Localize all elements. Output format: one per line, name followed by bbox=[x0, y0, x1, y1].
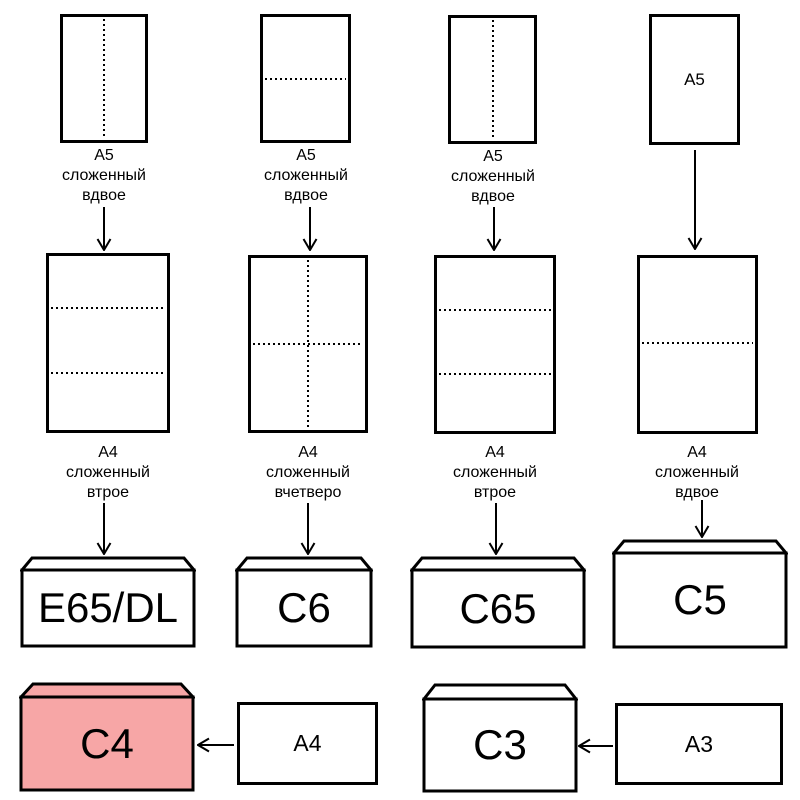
down-arrow-icon bbox=[96, 207, 112, 251]
envelope-label-c4: C4 bbox=[80, 719, 134, 767]
caption-line: сложенный bbox=[655, 464, 739, 481]
envelope-label-c65: C65 bbox=[459, 584, 537, 632]
fold-line-horizontal bbox=[51, 307, 165, 310]
envelope-label-c5: C5 bbox=[673, 576, 727, 623]
caption-line: сложенный bbox=[66, 464, 150, 481]
sheet-a5-fold-horizontal bbox=[260, 14, 351, 143]
caption-line: втрое bbox=[86, 484, 130, 501]
caption-line: вдвое bbox=[82, 187, 126, 204]
fold-line-horizontal bbox=[265, 77, 346, 80]
down-arrow-icon bbox=[302, 207, 318, 251]
sheet-a5-fold-vertical-2 bbox=[448, 15, 537, 144]
fold-line-horizontal bbox=[51, 371, 165, 374]
caption-line: вдвое bbox=[284, 187, 328, 204]
caption-line: вдвое bbox=[675, 484, 719, 501]
caption-a5-folded-half-3: А5 сложенный вдвое bbox=[408, 147, 578, 207]
envelope-c4-highlighted: C4 bbox=[17, 682, 197, 792]
envelope-e65dl: E65/DL bbox=[18, 556, 198, 648]
caption-a4-folded-quarters: А4 сложенный вчетверо bbox=[223, 443, 393, 503]
down-arrow-icon bbox=[96, 503, 112, 555]
envelope-label-c6: C6 bbox=[277, 584, 331, 631]
fold-line-horizontal bbox=[439, 308, 551, 311]
caption-a4-folded-thirds-2: А4 сложенный втрое bbox=[410, 443, 580, 503]
envelope-flap bbox=[610, 539, 790, 555]
caption-line: А4 bbox=[98, 444, 118, 461]
down-arrow-icon bbox=[486, 207, 502, 251]
envelope-flap bbox=[408, 556, 588, 572]
envelope-c6: C6 bbox=[233, 556, 375, 648]
caption-a5-folded-half-1: А5 сложенный вдвое bbox=[19, 146, 189, 206]
caption-line: А4 bbox=[298, 444, 318, 461]
fold-line-vertical bbox=[491, 20, 494, 139]
caption-line: А5 bbox=[483, 148, 503, 165]
envelope-c65: C65 bbox=[408, 556, 588, 649]
caption-line: сложенный bbox=[264, 167, 348, 184]
fold-line-vertical bbox=[103, 19, 105, 138]
sheet-a4-fold-thirds-2 bbox=[434, 255, 556, 434]
envelope-label-e65dl: E65/DL bbox=[37, 584, 179, 631]
sheet-a3-source: А3 bbox=[615, 703, 783, 785]
sheet-a4-source: А4 bbox=[237, 702, 378, 785]
down-arrow-icon bbox=[300, 503, 316, 555]
fold-line-horizontal bbox=[439, 372, 551, 375]
sheet-a4-fold-half bbox=[637, 255, 758, 434]
left-arrow-icon bbox=[578, 738, 613, 754]
caption-line: вдвое bbox=[471, 188, 515, 205]
sheet-a5-label: А5 bbox=[684, 69, 705, 89]
caption-a5-folded-half-2: А5 сложенный вдвое bbox=[221, 146, 391, 206]
envelope-flap bbox=[233, 556, 375, 572]
envelope-body bbox=[20, 568, 196, 648]
envelope-body bbox=[235, 568, 373, 648]
fold-line-horizontal bbox=[642, 341, 753, 344]
caption-a4-folded-half: А4 сложенный вдвое bbox=[612, 443, 782, 503]
caption-line: А4 bbox=[687, 444, 707, 461]
envelope-c5: C5 bbox=[610, 539, 790, 649]
caption-line: сложенный bbox=[266, 464, 350, 481]
caption-line: А5 bbox=[94, 147, 114, 164]
envelope-c3: C3 bbox=[420, 683, 580, 793]
envelope-body bbox=[19, 695, 195, 792]
left-arrow-icon bbox=[197, 737, 234, 753]
caption-line: сложенный bbox=[451, 168, 535, 185]
sheet-a5-plain: А5 bbox=[649, 14, 740, 145]
caption-line: вчетверо bbox=[274, 484, 342, 501]
caption-line: А4 bbox=[485, 444, 505, 461]
down-arrow-icon bbox=[694, 500, 710, 538]
envelope-flap bbox=[420, 683, 580, 701]
down-arrow-icon bbox=[488, 503, 504, 555]
caption-line: сложенный bbox=[62, 167, 146, 184]
down-arrow-icon bbox=[687, 150, 703, 250]
caption-line: сложенный bbox=[453, 464, 537, 481]
envelope-body bbox=[612, 551, 788, 649]
sheet-a4-fold-quarters bbox=[248, 255, 368, 433]
envelope-flap bbox=[18, 556, 198, 572]
caption-line: А5 bbox=[296, 147, 316, 164]
caption-a4-folded-thirds-1: А4 сложенный втрое bbox=[23, 443, 193, 503]
envelope-flap bbox=[17, 682, 197, 699]
envelope-body bbox=[410, 568, 586, 649]
sheet-a3-source-label: А3 bbox=[684, 730, 714, 757]
sheet-a4-source-label: А4 bbox=[293, 730, 322, 756]
fold-line-horizontal bbox=[253, 343, 363, 345]
envelope-label-c3: C3 bbox=[473, 721, 527, 768]
caption-line: втрое bbox=[473, 484, 517, 501]
sheet-a5-fold-vertical-1 bbox=[60, 14, 148, 143]
envelope-body bbox=[422, 697, 578, 793]
sheet-a4-fold-thirds-1 bbox=[46, 253, 170, 433]
